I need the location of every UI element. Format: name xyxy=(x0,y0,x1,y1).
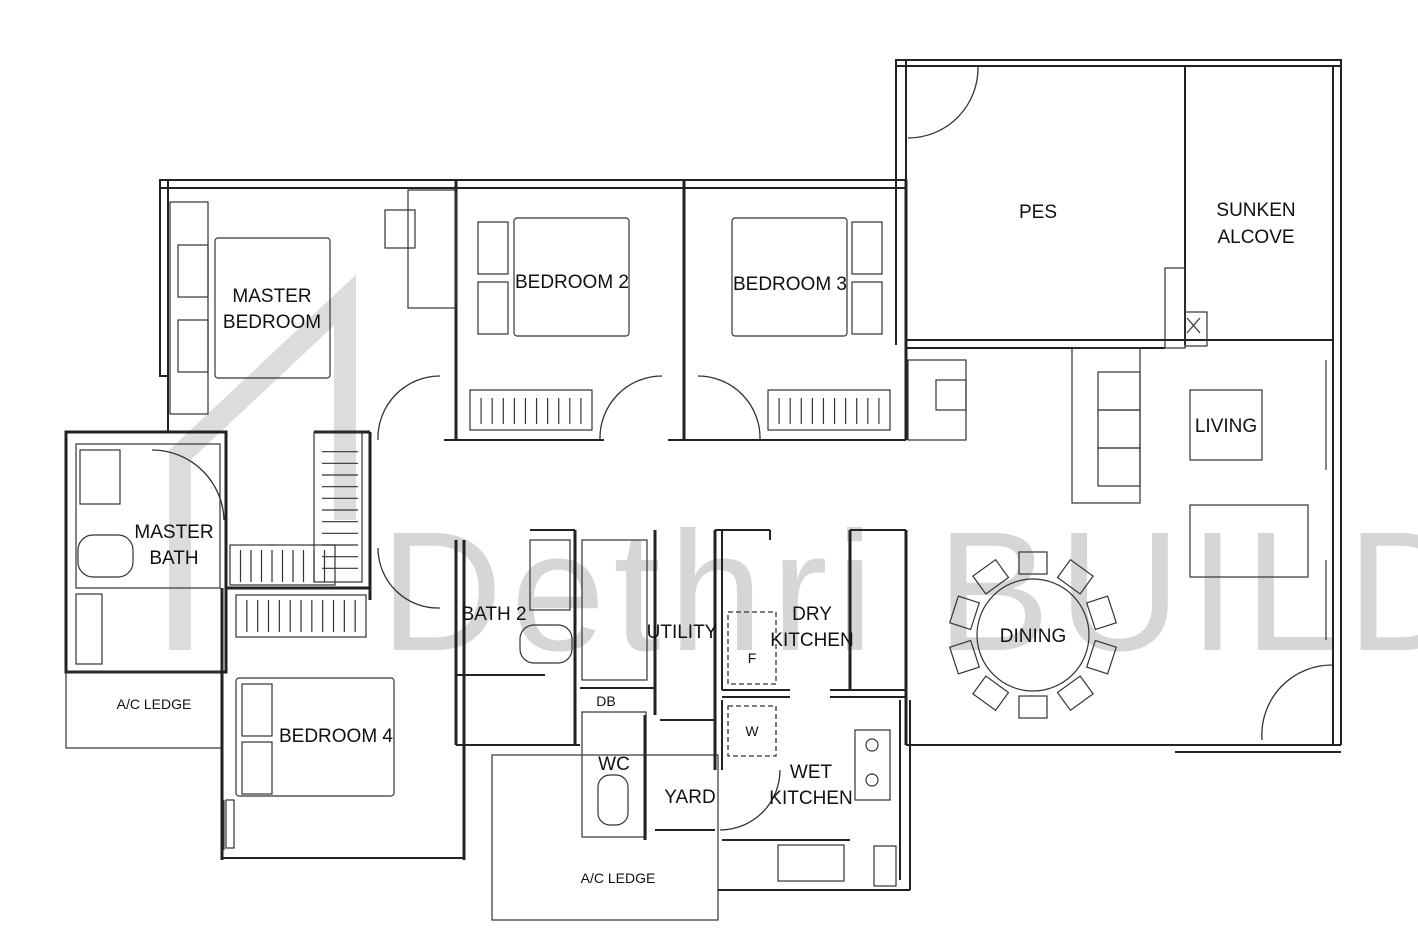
dining-chair xyxy=(948,639,981,675)
dining-chair xyxy=(1018,695,1048,719)
label-bedroom4: BEDROOM 4 xyxy=(279,726,393,747)
sofa-bottom xyxy=(1189,504,1309,578)
bed-2 xyxy=(513,217,630,337)
dining-chair xyxy=(1056,675,1094,712)
label-washer: W xyxy=(745,723,759,739)
doors xyxy=(151,65,1334,831)
dining-chair xyxy=(1085,639,1118,675)
label-yard: YARD xyxy=(664,787,715,808)
label-wc: WC xyxy=(598,754,630,775)
label-fridge: F xyxy=(748,650,757,666)
dining-table xyxy=(976,578,1090,692)
dining-chair xyxy=(1018,551,1048,575)
bed-4 xyxy=(235,677,395,797)
coffee-table xyxy=(1189,389,1263,461)
label-bedroom3: BEDROOM 3 xyxy=(733,274,847,295)
room-labels: MASTER BEDROOM BEDROOM 2 BEDROOM 3 PES S… xyxy=(117,200,1296,886)
label-dry-kitchen-2: KITCHEN xyxy=(770,630,853,651)
washer-box xyxy=(727,705,777,757)
sofa-left xyxy=(1071,347,1141,504)
label-master-bath-2: BATH xyxy=(149,548,198,569)
wardrobe-hatches xyxy=(239,398,880,632)
label-dining: DINING xyxy=(1000,626,1067,647)
label-sunken-alcove-1: SUNKEN xyxy=(1216,200,1295,221)
windows xyxy=(223,360,1327,850)
label-ac-ledge-bottom: A/C LEDGE xyxy=(581,870,656,886)
dining-chair xyxy=(1056,558,1094,595)
label-master-bath-1: MASTER xyxy=(134,522,213,543)
label-sunken-alcove-2: ALCOVE xyxy=(1217,227,1294,248)
fridge-box xyxy=(727,611,777,685)
label-wet-kitchen-1: WET xyxy=(790,762,833,783)
master-bed xyxy=(214,237,331,379)
label-bath2: BATH 2 xyxy=(461,604,526,625)
stove xyxy=(854,729,891,801)
label-living: LIVING xyxy=(1195,416,1257,437)
dining-chair xyxy=(972,558,1010,595)
watermark-text: Dethri BUILD xyxy=(380,497,1418,687)
furniture xyxy=(75,189,1309,887)
label-ac-ledge-left: A/C LEDGE xyxy=(117,696,192,712)
watermark-house-logo xyxy=(169,274,356,650)
label-db: DB xyxy=(596,693,615,709)
watermark: Dethri BUILD xyxy=(169,274,1418,687)
label-utility: UTILITY xyxy=(647,622,718,643)
bed-3 xyxy=(731,217,848,337)
label-bedroom2: BEDROOM 2 xyxy=(515,272,629,293)
label-pes: PES xyxy=(1019,202,1057,223)
label-master-bedroom-2: BEDROOM xyxy=(223,312,321,333)
dining-chair xyxy=(1085,595,1118,631)
label-master-bedroom-1: MASTER xyxy=(232,286,311,307)
label-dry-kitchen-1: DRY xyxy=(792,604,832,625)
label-wet-kitchen-2: KITCHEN xyxy=(769,788,852,809)
dining-chair xyxy=(948,595,981,631)
dining-chair xyxy=(972,675,1010,712)
dining-chairs xyxy=(948,551,1118,719)
